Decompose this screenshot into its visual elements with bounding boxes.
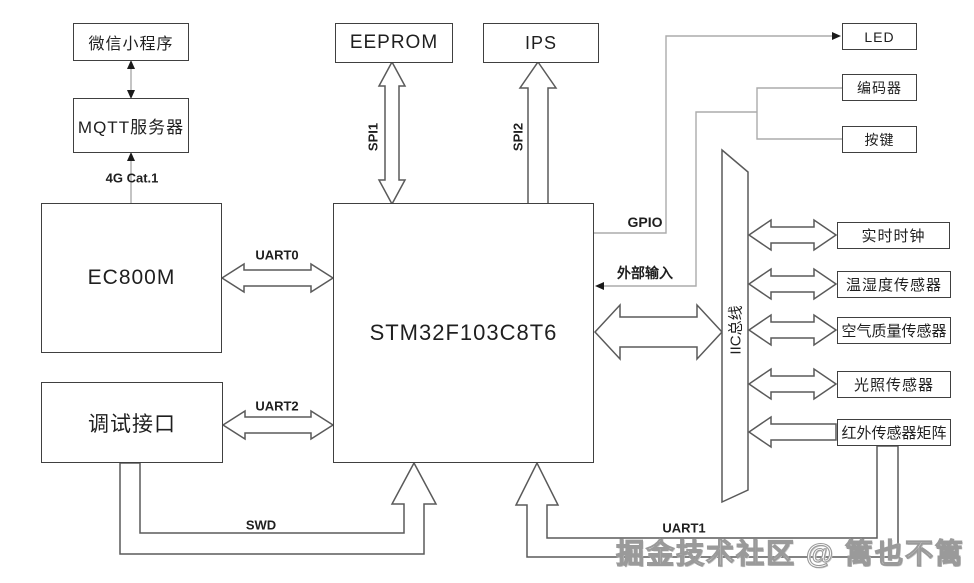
rtc-arrow xyxy=(747,218,838,252)
node-ir-sensor-matrix: 红外传感器矩阵 xyxy=(837,419,951,446)
node-label: 红外传感器矩阵 xyxy=(841,425,947,442)
node-label: 微信小程序 xyxy=(88,36,174,53)
iic-bus-bar xyxy=(721,148,749,504)
node-label: 光照传感器 xyxy=(853,377,934,394)
node-label: LED xyxy=(864,28,895,45)
node-wechat-mini-program: 微信小程序 xyxy=(73,23,189,61)
edge-label-gpio: GPIO xyxy=(627,214,663,230)
edge-label-spi2: SPI2 xyxy=(510,122,526,152)
uart0-arrow xyxy=(220,262,335,294)
node-light-sensor: 光照传感器 xyxy=(837,371,951,398)
iic-bus-label: IIC总线 xyxy=(727,305,745,355)
node-label: 空气质量传感器 xyxy=(841,323,947,340)
node-encoder: 编码器 xyxy=(842,74,917,101)
mqtt-ec800m-wire xyxy=(127,152,135,203)
gpio-led-wire xyxy=(592,32,841,234)
node-ec800m: EC800M xyxy=(41,203,222,353)
wechat-mqtt-arrow xyxy=(127,60,135,99)
node-eeprom: EEPROM xyxy=(335,23,453,63)
node-ips: IPS xyxy=(483,23,599,63)
node-label: 温湿度传感器 xyxy=(845,277,942,294)
watermark: 掘金技术社区 @ 篱也不篱 xyxy=(616,537,965,569)
iic-arrow xyxy=(593,303,724,361)
edge-label-uart0: UART0 xyxy=(255,247,299,263)
node-label: IPS xyxy=(524,32,557,53)
light-arrow xyxy=(747,367,838,401)
node-label: EEPROM xyxy=(349,32,439,53)
edge-label-uart1: UART1 xyxy=(662,520,706,536)
node-mqtt-server: MQTT服务器 xyxy=(73,98,189,153)
uart2-arrow xyxy=(221,409,335,441)
node-temp-humidity-sensor: 温湿度传感器 xyxy=(837,271,951,298)
temp-humidity-arrow xyxy=(747,267,838,301)
node-air-quality-sensor: 空气质量传感器 xyxy=(837,317,951,344)
node-label: 实时时钟 xyxy=(861,228,926,245)
swd-connector xyxy=(119,461,438,555)
node-label: STM32F103C8T6 xyxy=(369,320,558,345)
node-stm32-mcu: STM32F103C8T6 xyxy=(333,203,594,463)
ext-input-wire xyxy=(595,87,842,290)
node-rtc: 实时时钟 xyxy=(837,222,950,249)
uart1-connector xyxy=(514,445,899,558)
edge-label-swd: SWD xyxy=(245,517,277,533)
node-keys: 按键 xyxy=(842,126,917,153)
node-led: LED xyxy=(842,23,917,50)
edge-label-4g-cat1: 4G Cat.1 xyxy=(105,170,159,186)
edge-label-spi1: SPI1 xyxy=(365,122,381,152)
edge-label-uart2: UART2 xyxy=(255,398,299,414)
node-label: MQTT服务器 xyxy=(77,118,185,137)
node-debug-interface: 调试接口 xyxy=(41,382,223,463)
ir-matrix-arrow xyxy=(747,415,837,449)
edge-label-ext-input: 外部输入 xyxy=(617,265,673,281)
node-label: EC800M xyxy=(87,266,176,289)
node-label: 调试接口 xyxy=(88,412,176,436)
spi1-arrow xyxy=(377,60,407,206)
air-quality-arrow xyxy=(747,313,838,347)
node-label: 按键 xyxy=(864,131,895,148)
node-label: 编码器 xyxy=(857,79,902,96)
